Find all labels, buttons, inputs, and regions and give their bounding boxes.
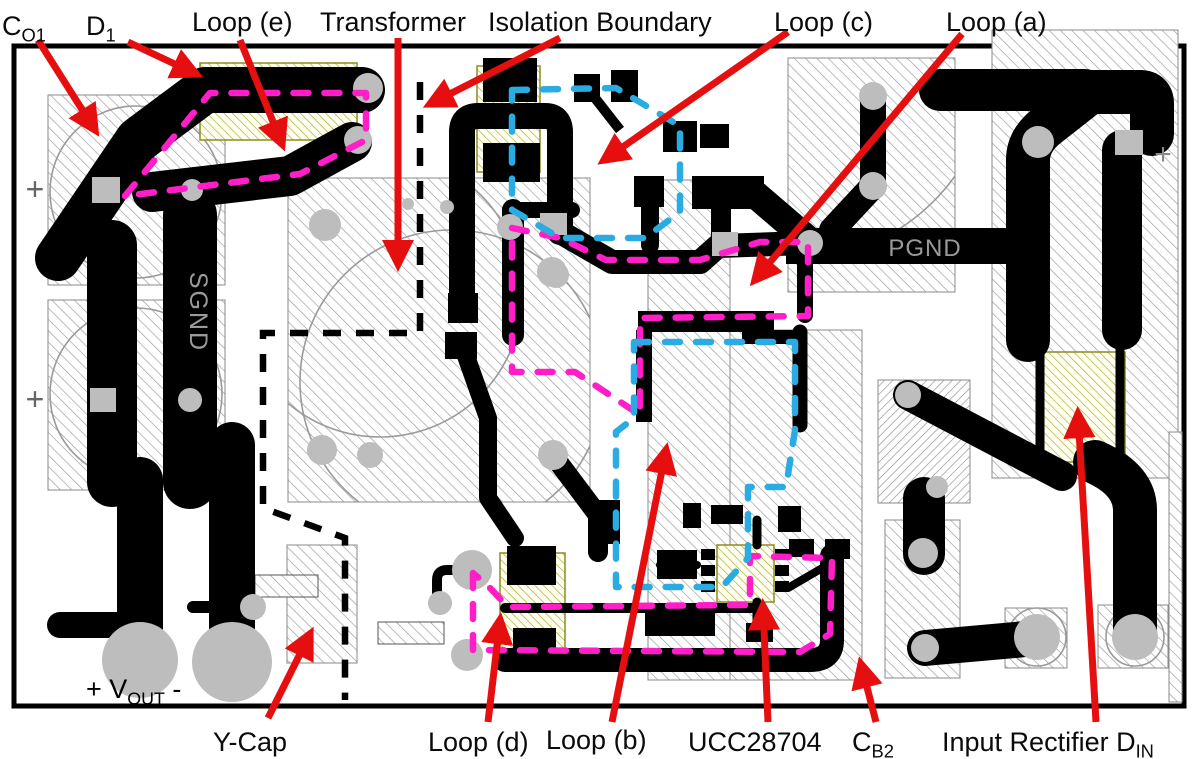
vout-pad-minus bbox=[192, 622, 272, 702]
vout-terminal-label: + VOUT - bbox=[86, 674, 181, 709]
label-co1-sub: O1 bbox=[21, 24, 47, 46]
arrow-loop-a bbox=[749, 31, 965, 287]
vout-pre: + V bbox=[86, 674, 128, 704]
ycap-pin-right bbox=[377, 621, 445, 645]
vout-post: - bbox=[164, 674, 182, 704]
label-co1-main: C bbox=[2, 11, 22, 41]
label-din-sub: IN bbox=[1135, 740, 1154, 759]
label-isolation-boundary: Isolation Boundary bbox=[488, 7, 712, 37]
loop-d-path bbox=[469, 552, 836, 656]
arrow-ycap bbox=[264, 626, 314, 720]
label-d1: D1 bbox=[86, 12, 116, 45]
label-loop-e: Loop (e) bbox=[192, 7, 293, 37]
label-ucc28704: UCC28704 bbox=[688, 727, 822, 757]
vout-pad-plus bbox=[102, 622, 178, 698]
label-loop-b: Loop (b) bbox=[546, 725, 647, 755]
solder-pads bbox=[90, 73, 1158, 702]
board-texts: SGND PGND + + + bbox=[26, 138, 1172, 417]
label-loop-a: Loop (a) bbox=[946, 7, 1047, 37]
label-d1-sub: 1 bbox=[105, 24, 116, 46]
arrow-ucc28704 bbox=[747, 597, 781, 723]
label-cb2: CB2 bbox=[852, 728, 894, 759]
label-cb2-main: C bbox=[852, 727, 872, 757]
arrow-isolation-boundary bbox=[422, 34, 562, 108]
label-d1-main: D bbox=[86, 11, 106, 41]
arrow-loop-e bbox=[236, 38, 288, 152]
label-co1: CO1 bbox=[2, 12, 46, 45]
copper-traces bbox=[35, 67, 1174, 675]
label-loop-c: Loop (c) bbox=[774, 7, 874, 37]
label-ycap: Y-Cap bbox=[213, 727, 288, 757]
loop-a-path bbox=[508, 224, 812, 419]
pgnd-bar bbox=[786, 228, 1008, 264]
arrow-loop-b bbox=[608, 442, 678, 723]
current-loops bbox=[121, 84, 836, 656]
arrow-co1 bbox=[35, 38, 100, 137]
label-transformer: Transformer bbox=[320, 7, 467, 37]
label-din-main: Input Rectifier D bbox=[942, 727, 1136, 757]
copper-edge-strip bbox=[1168, 431, 1183, 703]
copper-pads-black bbox=[445, 58, 1008, 663]
annotation-arrows bbox=[35, 29, 1100, 723]
sgnd-label: SGND bbox=[184, 272, 212, 352]
ycap-pin-left bbox=[254, 574, 319, 598]
label-input-rectifier: Input Rectifier DIN bbox=[942, 728, 1154, 759]
loop-b-path bbox=[612, 338, 799, 591]
vout-sub: OUT bbox=[127, 688, 165, 709]
loop-c-path bbox=[508, 84, 684, 242]
label-loop-d: Loop (d) bbox=[428, 727, 529, 757]
arrow-cb2 bbox=[851, 656, 883, 723]
polarity-plus-top: + bbox=[26, 171, 45, 207]
label-cb2-sub: B2 bbox=[871, 740, 894, 759]
arrow-loop-c bbox=[597, 29, 790, 165]
arrow-d1 bbox=[126, 38, 204, 79]
arrow-loop-d bbox=[481, 612, 514, 723]
arrow-input-rectifier bbox=[1063, 405, 1100, 723]
loop-e-path bbox=[121, 89, 370, 200]
polarity-plus-right: + bbox=[1154, 138, 1172, 171]
isolation-boundary-line bbox=[259, 82, 424, 700]
pgnd-label: PGND bbox=[888, 235, 961, 262]
polarity-plus-bottom: + bbox=[26, 381, 45, 417]
